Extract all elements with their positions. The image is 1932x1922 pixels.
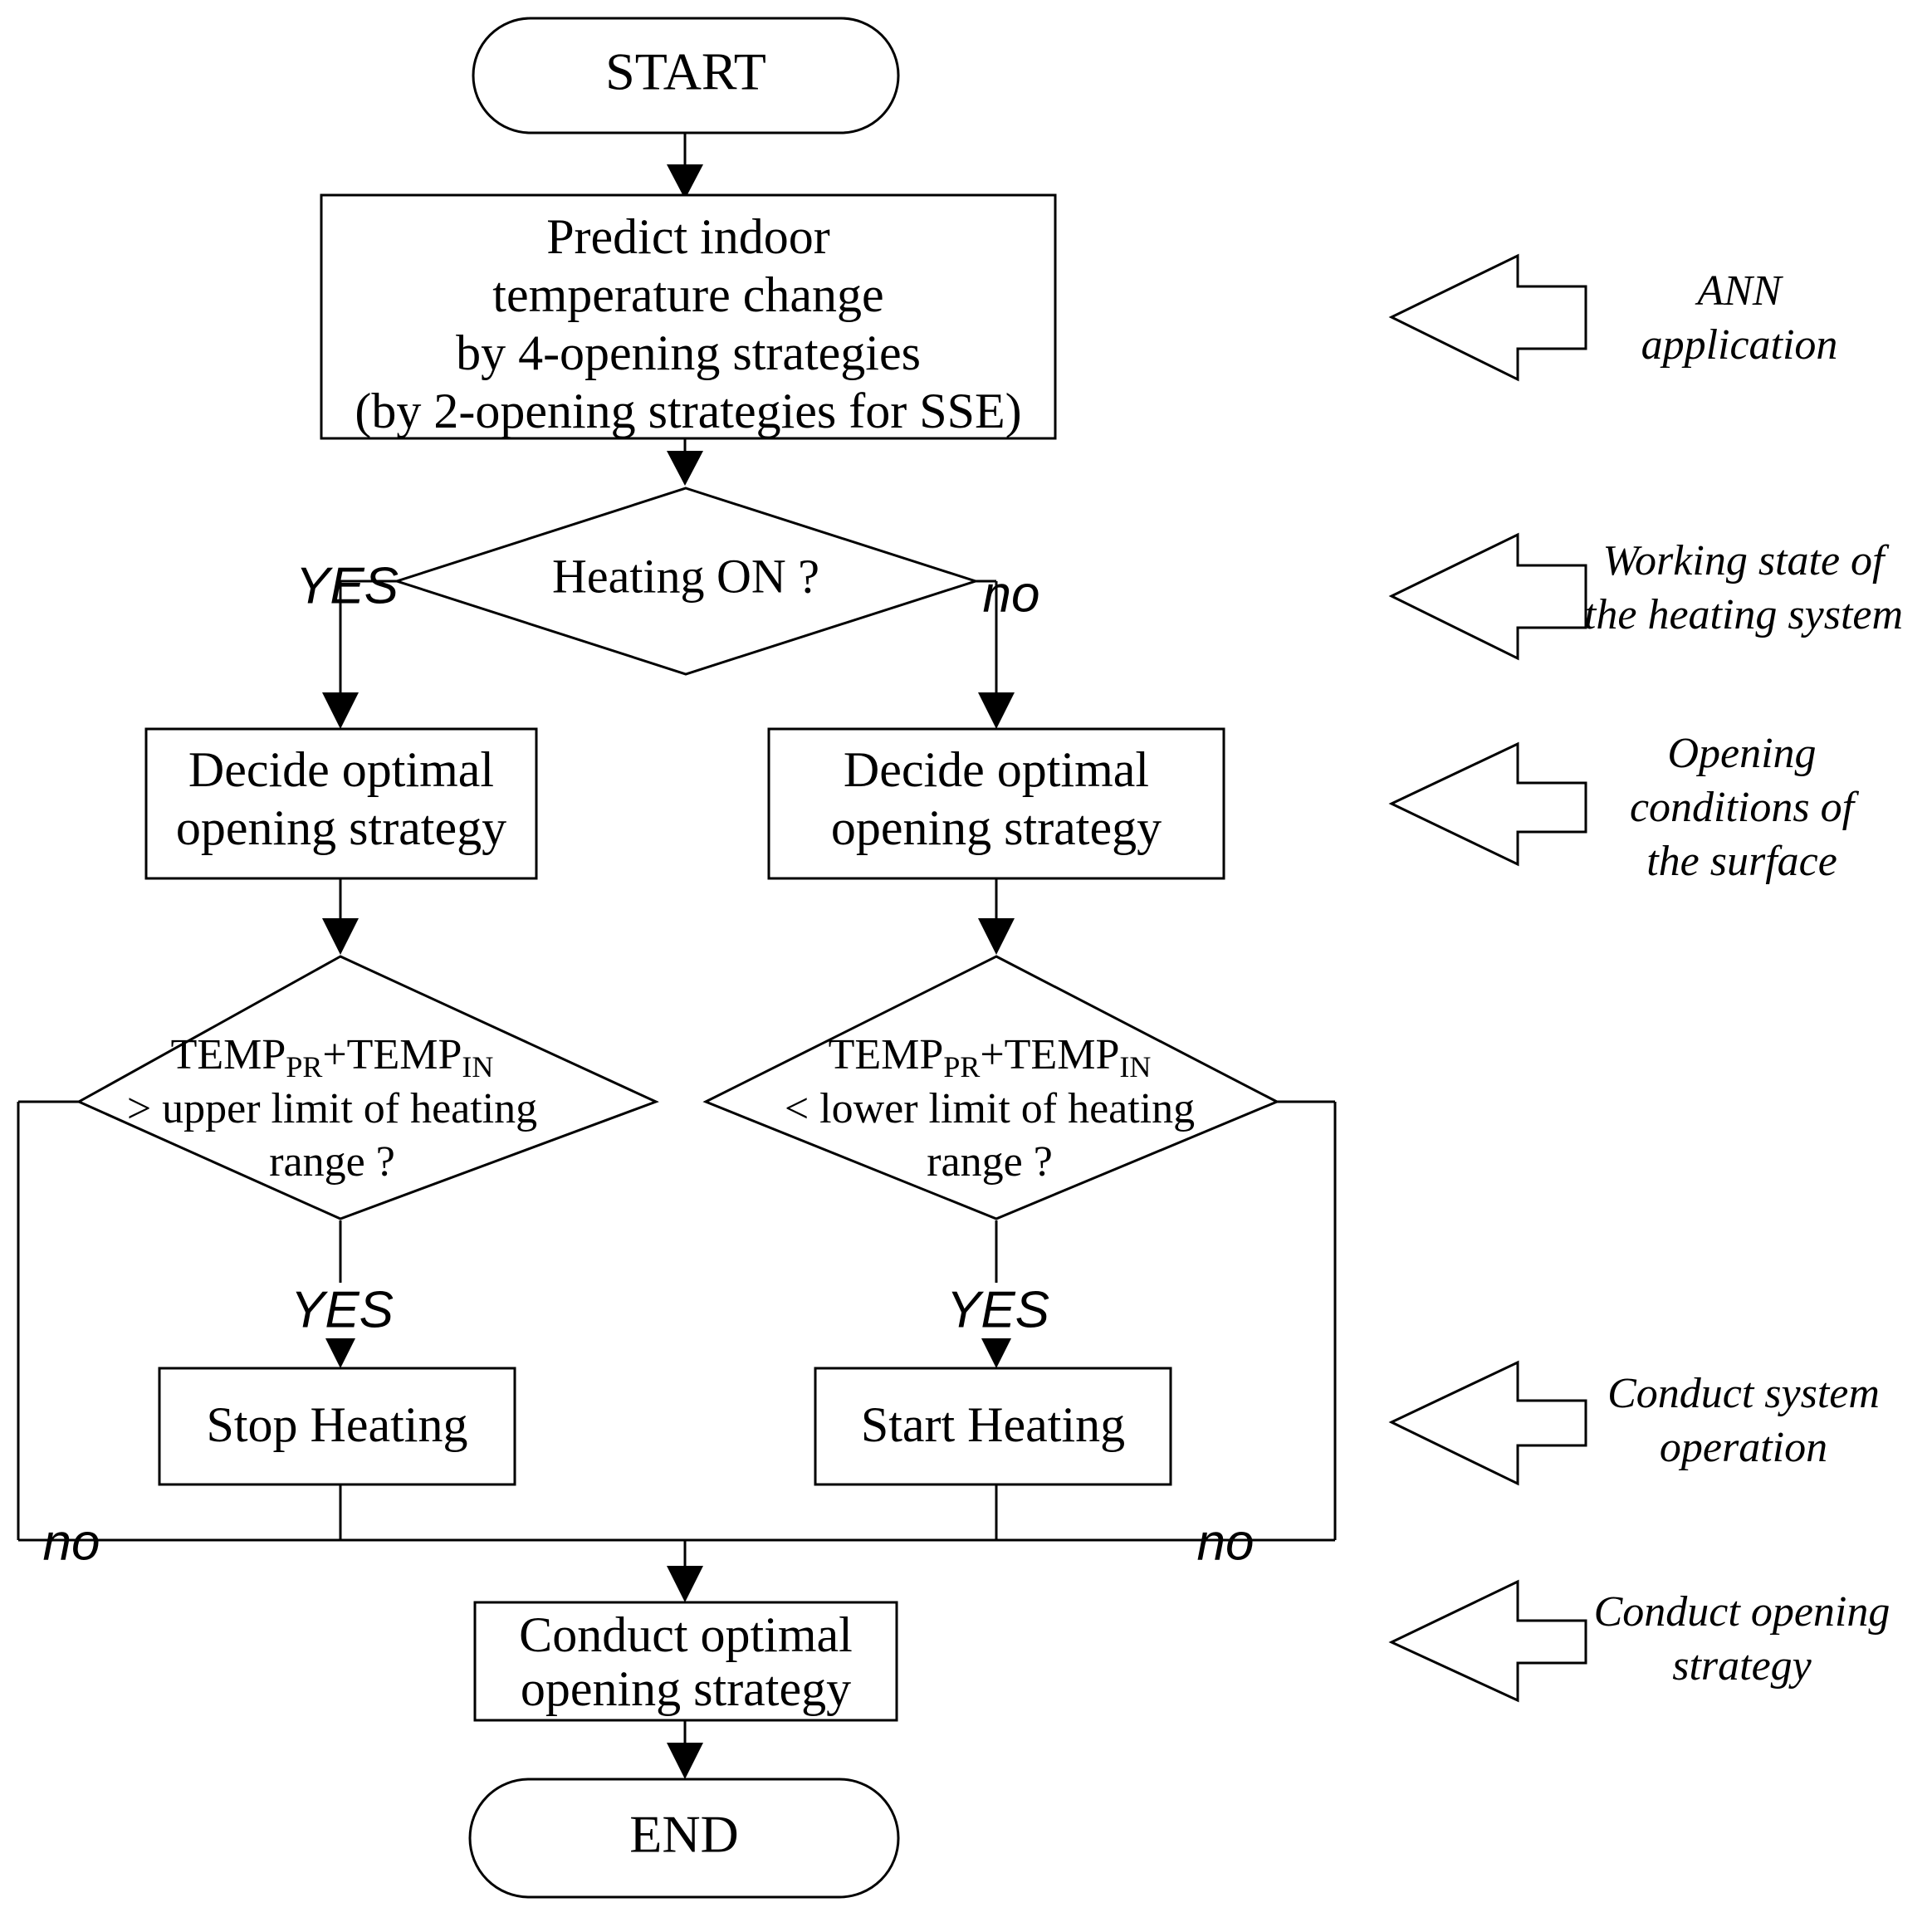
edge-label-heating-yes: YES xyxy=(296,557,399,614)
node-decide-left[interactable]: Decide optimal opening strategy xyxy=(144,727,538,880)
annotation-4-line1: Conduct system xyxy=(1607,1370,1880,1417)
annotation-label-opening-conditions: Opening conditions of the surface xyxy=(1630,730,1860,885)
connector-decide-left-to-upper xyxy=(322,878,359,955)
annotation-arrow-working-state xyxy=(1388,532,1587,661)
connector-upper-yes-to-stop xyxy=(325,1220,355,1368)
annotation-label-conduct-opening: Conduct opening strategy xyxy=(1594,1588,1890,1690)
annotation-5-line2: strategy xyxy=(1672,1642,1812,1690)
node-decide-left-line1: Decide optimal xyxy=(188,742,494,797)
annotation-label-conduct-system: Conduct system operation xyxy=(1607,1370,1880,1471)
edge-label-lower-no: no xyxy=(1197,1514,1255,1571)
node-lower-limit-decision[interactable]: TEMPPR+TEMPIN < lower limit of heating r… xyxy=(702,955,1280,1220)
node-stop-heating[interactable]: Stop Heating xyxy=(158,1367,516,1486)
node-predict-line2: temperature change xyxy=(492,267,883,322)
annotation-5-line1: Conduct opening xyxy=(1594,1588,1890,1636)
node-lower-limit-expr: TEMPPR+TEMPIN xyxy=(829,1031,1152,1083)
annotation-3-line1: Opening xyxy=(1667,730,1816,777)
node-predict-line1: Predict indoor xyxy=(546,209,830,264)
node-predict-temperature[interactable]: Predict indoor temperature change by 4-o… xyxy=(320,193,1057,440)
annotation-1-line1: ANN xyxy=(1695,267,1783,315)
edge-label-upper-yes: YES xyxy=(291,1281,394,1338)
connector-lower-yes-to-start xyxy=(981,1220,1011,1368)
annotation-arrow-conduct-system xyxy=(1388,1360,1587,1486)
node-lower-limit-line3: range ? xyxy=(927,1138,1053,1186)
node-start-heating-label: Start Heating xyxy=(861,1397,1125,1452)
annotation-label-ann-application: ANN application xyxy=(1641,267,1838,369)
node-end[interactable]: END xyxy=(468,1778,900,1899)
edge-label-lower-yes: YES xyxy=(946,1281,1049,1338)
annotation-label-working-state: Working state of the heating system xyxy=(1584,537,1903,638)
connector-predict-to-heating xyxy=(667,438,703,486)
connector-start-to-predict xyxy=(667,133,703,199)
connector-conduct-to-end xyxy=(667,1719,703,1779)
connector-heating-yes xyxy=(322,580,399,729)
node-upper-limit-decision[interactable]: TEMPPR+TEMPIN > upper limit of heating r… xyxy=(76,955,659,1220)
node-conduct-line2: opening strategy xyxy=(521,1661,851,1716)
annotation-4-line2: operation xyxy=(1660,1424,1827,1471)
node-start-heating[interactable]: Start Heating xyxy=(814,1367,1172,1486)
annotation-1-line2: application xyxy=(1641,321,1838,369)
node-predict-line4: (by 2-opening strategies for SSE) xyxy=(355,384,1021,438)
node-decide-right-line1: Decide optimal xyxy=(844,742,1149,797)
node-upper-limit-expr: TEMPPR+TEMPIN xyxy=(171,1031,494,1083)
node-upper-limit-line3: range ? xyxy=(269,1138,395,1186)
node-stop-heating-label: Stop Heating xyxy=(207,1397,468,1452)
annotation-3-line2: conditions of xyxy=(1630,784,1860,831)
node-start[interactable]: START xyxy=(472,17,900,134)
node-decide-left-line2: opening strategy xyxy=(176,800,506,855)
edge-label-heating-no: no xyxy=(983,565,1040,623)
connector-decide-right-to-lower xyxy=(978,878,1015,955)
node-heating-on-decision[interactable]: Heating ON ? xyxy=(393,487,980,676)
annotation-2-line1: Working state of xyxy=(1603,537,1890,584)
node-end-label: END xyxy=(629,1805,739,1864)
annotation-3-line3: the surface xyxy=(1646,838,1837,885)
node-conduct-optimal-strategy[interactable]: Conduct optimal opening strategy xyxy=(473,1601,898,1722)
node-heating-on-label: Heating ON ? xyxy=(552,549,819,603)
node-start-label: START xyxy=(605,42,766,101)
node-conduct-line1: Conduct optimal xyxy=(519,1607,853,1662)
node-upper-limit-line2: > upper limit of heating xyxy=(127,1085,537,1132)
node-decide-right-line2: opening strategy xyxy=(831,800,1162,855)
connector-upper-no-loop xyxy=(17,1100,685,1542)
annotation-arrow-opening-conditions xyxy=(1388,741,1587,867)
node-lower-limit-line2: < lower limit of heating xyxy=(785,1085,1195,1132)
annotation-arrow-conduct-opening xyxy=(1388,1579,1587,1703)
node-decide-right[interactable]: Decide optimal opening strategy xyxy=(767,727,1225,880)
node-predict-line3: by 4-opening strategies xyxy=(456,325,921,380)
annotation-2-line2: the heating system xyxy=(1584,591,1903,638)
annotation-arrow-ann-application xyxy=(1388,253,1587,382)
connector-lower-no-loop xyxy=(685,1100,1337,1542)
edge-label-upper-no: no xyxy=(43,1514,100,1571)
connector-merge-to-conduct xyxy=(667,1540,703,1602)
